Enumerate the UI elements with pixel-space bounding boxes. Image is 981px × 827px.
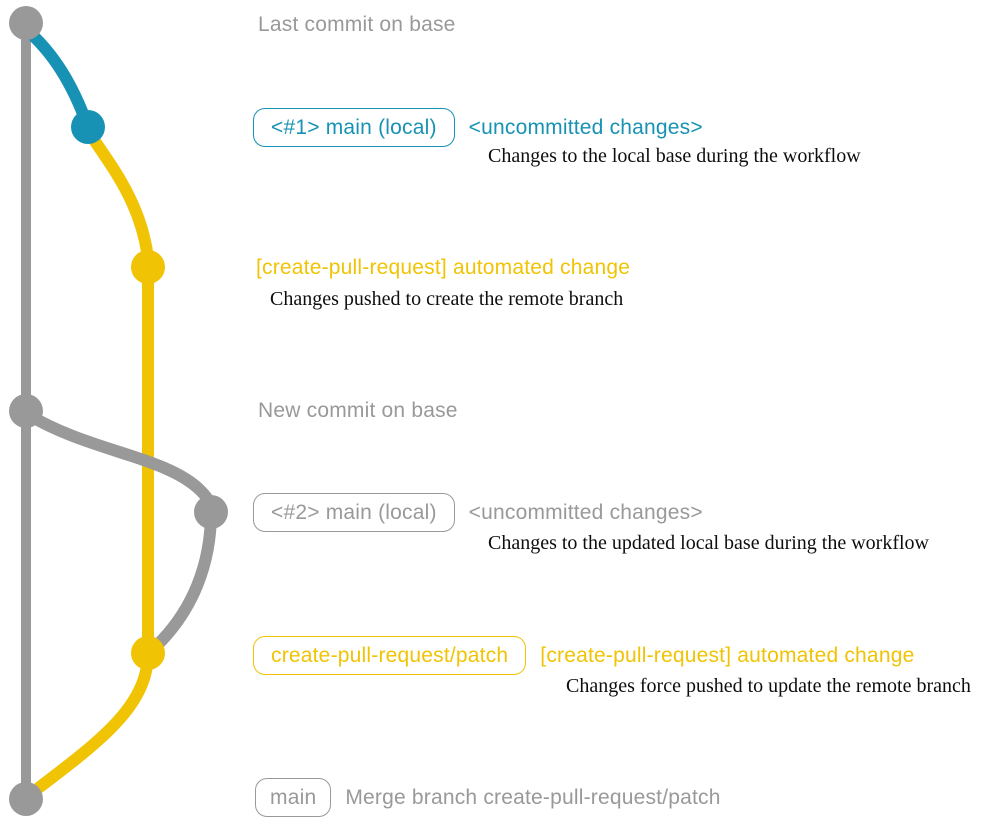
row-head1: <#1> main (local) <uncommitted changes> — [253, 108, 703, 147]
commit-dot-last-base — [9, 6, 43, 40]
new-commit-caption: New commit on base — [258, 399, 458, 422]
local-main-branch-segment — [21, 24, 94, 133]
commit-dot-new-base — [9, 394, 43, 428]
merge-commit-message: Merge branch create-pull-request/patch — [345, 785, 721, 809]
updated-local-main-segment — [21, 408, 217, 518]
commit-dot-automated-change-1 — [131, 250, 165, 284]
patch-merge-curve — [22, 647, 154, 802]
commit-message-automated-1: [create-pull-request] automated change — [256, 256, 631, 279]
commit-dot-local-main-2 — [194, 495, 228, 529]
row-push2: create-pull-request/patch [create-pull-r… — [253, 636, 914, 675]
note-pushed-create: Changes pushed to create the remote bran… — [270, 288, 624, 310]
commit-dot-merge — [9, 782, 43, 816]
uncommitted-changes-label-1: <uncommitted changes> — [468, 115, 703, 139]
row-new-commit: New commit on base — [258, 399, 458, 423]
commit-dot-local-main-1 — [71, 110, 105, 144]
last-commit-caption: Last commit on base — [258, 13, 456, 36]
commit-message-automated-2: [create-pull-request] automated change — [540, 643, 915, 667]
uncommitted-changes-label-2: <uncommitted changes> — [468, 500, 703, 524]
branch-badge-main: main — [255, 778, 332, 817]
branch-badge-main-local-2: <#2> main (local) — [253, 493, 455, 532]
note-updated-local-base: Changes to the updated local base during… — [488, 532, 929, 554]
force-push-curve — [145, 506, 217, 657]
branch-badge-main-local-1: <#1> main (local) — [253, 108, 455, 147]
row-head2: <#2> main (local) <uncommitted changes> — [253, 493, 703, 532]
row-merge: main Merge branch create-pull-request/pa… — [255, 778, 721, 817]
commit-dot-automated-change-2 — [131, 636, 165, 670]
branch-badge-patch: create-pull-request/patch — [253, 636, 527, 675]
git-graph — [9, 6, 228, 816]
row-push1: [create-pull-request] automated change — [256, 256, 630, 280]
note-force-pushed: Changes force pushed to update the remot… — [566, 675, 971, 697]
row-last-commit: Last commit on base — [258, 13, 456, 37]
note-local-base: Changes to the local base during the wor… — [488, 145, 861, 167]
patch-branch-line — [82, 124, 154, 659]
